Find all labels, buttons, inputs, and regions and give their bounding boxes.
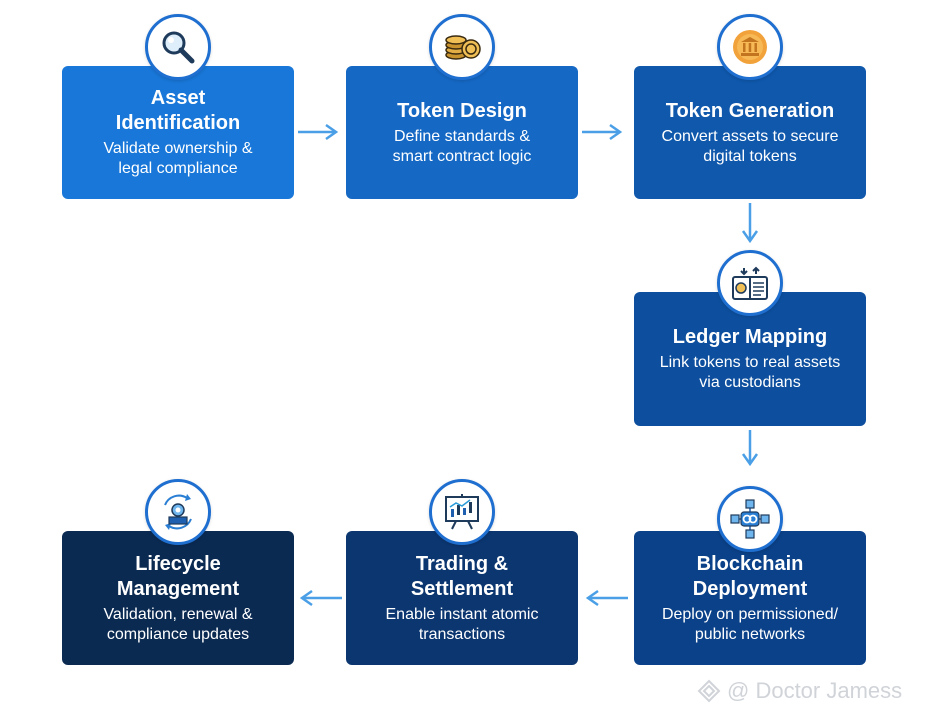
arrow-down-2 bbox=[741, 430, 759, 467]
step-description: Validate ownership &legal compliance bbox=[103, 140, 253, 177]
coins-icon bbox=[429, 14, 495, 80]
lifecycle-gear-icon bbox=[145, 479, 211, 545]
watermark-text: @ Doctor Jamess bbox=[727, 678, 903, 703]
arrow-right-2 bbox=[582, 123, 623, 141]
step-title: Trading &Settlement bbox=[410, 552, 514, 600]
arrow-left-2 bbox=[299, 589, 342, 607]
arrow-left-1 bbox=[585, 589, 628, 607]
arrow-down-1 bbox=[741, 203, 759, 244]
blockchain-network-icon bbox=[717, 486, 783, 552]
step-title: Ledger Mapping bbox=[672, 326, 828, 348]
step-title: Token Design bbox=[397, 99, 527, 122]
step-trading-settlement: Trading &Settlement Enable instant atomi… bbox=[346, 531, 578, 665]
magnifier-icon bbox=[145, 14, 211, 80]
trading-chart-icon bbox=[429, 479, 495, 545]
diamond-logo-icon bbox=[697, 679, 721, 703]
step-description: Deploy on permissioned/public networks bbox=[661, 605, 839, 643]
step-description: Define standards &smart contract logic bbox=[392, 127, 532, 165]
watermark: @ Doctor Jamess bbox=[697, 678, 902, 704]
bank-coin-icon bbox=[717, 14, 783, 80]
arrow-right-1 bbox=[298, 123, 339, 141]
ledger-book-icon bbox=[717, 250, 783, 316]
step-description: Validation, renewal &compliance updates bbox=[103, 605, 253, 643]
step-title: Token Generation bbox=[665, 99, 835, 122]
step-token-generation: Token Generation Convert assets to secur… bbox=[634, 66, 866, 199]
step-token-design: Token Design Define standards &smart con… bbox=[346, 66, 578, 199]
